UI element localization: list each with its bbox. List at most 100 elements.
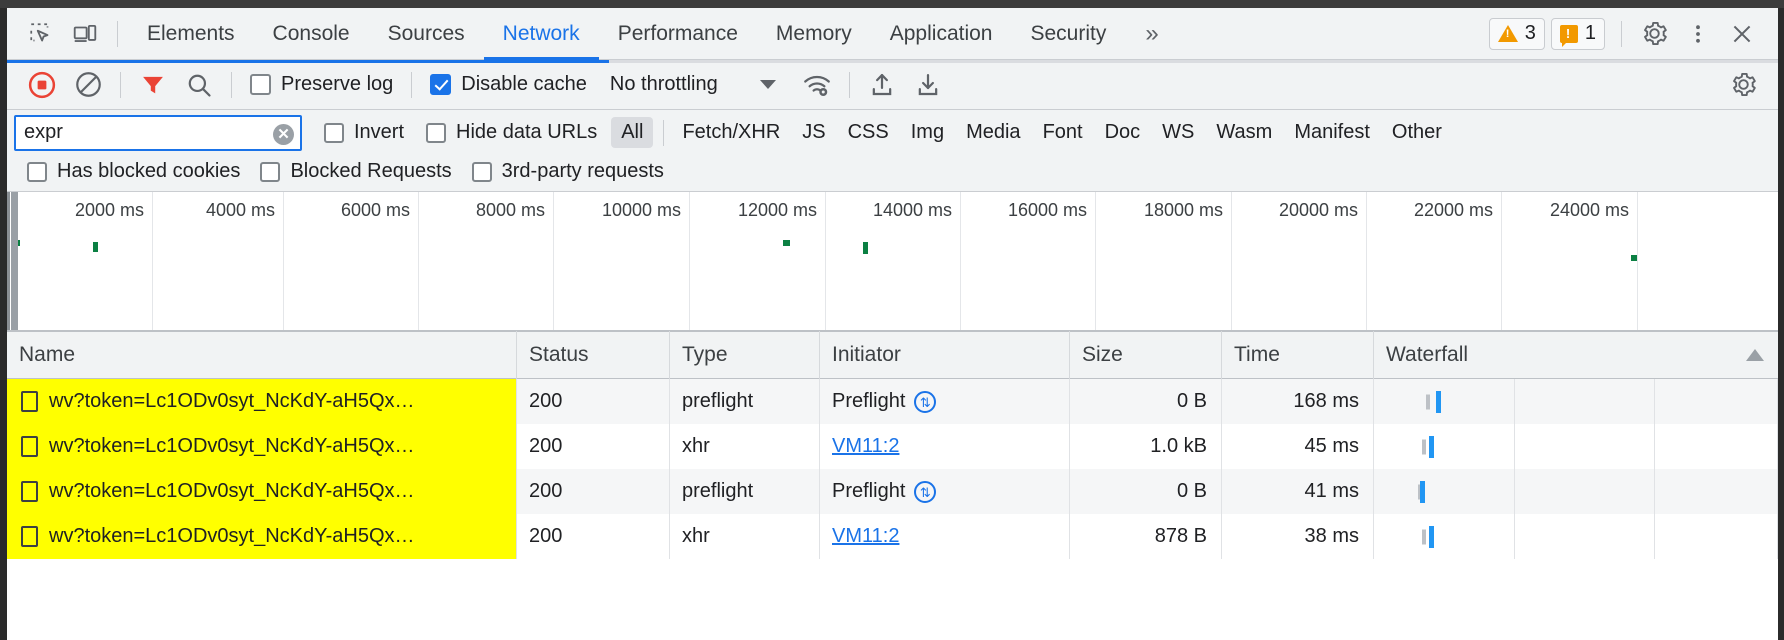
initiator-link[interactable]: VM11:2 <box>832 435 900 457</box>
cell-type: preflight <box>670 469 820 514</box>
type-filter-manifest[interactable]: Manifest <box>1294 121 1370 143</box>
waterfall-track <box>1374 379 1777 424</box>
column-header-name[interactable]: Name <box>7 331 517 379</box>
tab-network[interactable]: Network <box>483 8 599 60</box>
clear-input-icon[interactable]: ✕ <box>273 123 294 145</box>
close-icon[interactable] <box>1720 14 1764 54</box>
overview-tick-label: 8000 ms <box>475 200 545 220</box>
record-stop-icon[interactable] <box>19 65 65 105</box>
type-filter-other[interactable]: Other <box>1391 121 1442 143</box>
overview-window-handle-left[interactable] <box>11 192 18 330</box>
tab-elements[interactable]: Elements <box>147 21 235 45</box>
type-filter-doc[interactable]: Doc <box>1104 121 1141 143</box>
cell-name[interactable]: wv?token=Lc1ODv0syt_NcKdY-aH5Qx… <box>7 514 517 559</box>
tab-security[interactable]: Security <box>1030 21 1107 45</box>
type-filter-all[interactable]: All <box>611 117 654 148</box>
waterfall-track <box>1374 469 1777 514</box>
throttling-select[interactable]: No throttling <box>596 73 776 96</box>
third-party-requests-checkbox[interactable]: 3rd-party requests <box>471 160 664 183</box>
column-header-label: Initiator <box>832 343 901 366</box>
type-filter-ws[interactable]: WS <box>1162 121 1195 143</box>
filter-input[interactable] <box>16 116 300 149</box>
tab-sources[interactable]: Sources <box>387 21 465 45</box>
type-filter-font[interactable]: Font <box>1042 121 1083 143</box>
cell-name[interactable]: wv?token=Lc1ODv0syt_NcKdY-aH5Qx… <box>7 469 517 514</box>
wifi-settings-icon[interactable] <box>794 65 840 105</box>
cell-waterfall <box>1374 379 1778 424</box>
upload-har-icon[interactable] <box>859 65 905 105</box>
panel-tabs: Elements Console Sources Network Perform… <box>128 8 1179 60</box>
toolbar-divider <box>411 71 413 98</box>
hide-data-urls-checkbox[interactable]: Hide data URLs <box>426 121 597 144</box>
invert-checkbox-box[interactable] <box>324 122 344 143</box>
column-header-waterfall[interactable]: Waterfall <box>1374 331 1778 379</box>
column-header-status[interactable]: Status <box>517 331 670 379</box>
disable-cache-checkbox[interactable]: Disable cache <box>421 73 596 96</box>
overview-gridline <box>1501 192 1502 330</box>
network-settings-gear-icon[interactable] <box>1720 65 1766 105</box>
column-header-size[interactable]: Size <box>1070 331 1222 379</box>
cell-initiator[interactable]: Preflight⇅ <box>820 469 1070 514</box>
cell-size: 1.0 kB <box>1070 424 1222 469</box>
gear-icon[interactable] <box>1632 14 1676 54</box>
invert-checkbox[interactable]: Invert <box>324 121 404 144</box>
filter-input-wrapper[interactable]: ✕ <box>14 114 302 151</box>
more-tabs-icon[interactable]: » <box>1145 19 1159 47</box>
disable-cache-checkbox-box[interactable] <box>430 74 452 95</box>
initiator-link[interactable]: VM11:2 <box>832 525 900 547</box>
waterfall-gridline <box>1654 469 1655 514</box>
blocked-requests-checkbox[interactable]: Blocked Requests <box>260 160 452 183</box>
overview-gridline <box>152 192 153 330</box>
type-filter-js[interactable]: JS <box>802 121 826 143</box>
has-blocked-cookies-checkbox-box[interactable] <box>27 161 47 182</box>
document-icon <box>21 436 38 457</box>
cell-initiator[interactable]: VM11:2 <box>820 514 1070 559</box>
preserve-log-checkbox-box[interactable] <box>250 74 271 95</box>
column-header-time[interactable]: Time <box>1222 331 1374 379</box>
tab-memory[interactable]: Memory <box>775 21 852 45</box>
type-filter-wasm[interactable]: Wasm <box>1216 121 1273 143</box>
preserve-log-checkbox[interactable]: Preserve log <box>241 73 402 96</box>
waterfall-gridline <box>1514 379 1515 424</box>
type-filter-fetch-xhr[interactable]: Fetch/XHR <box>682 121 781 143</box>
column-header-label: Name <box>19 343 76 366</box>
window-top-chrome <box>0 0 1784 8</box>
column-header-initiator[interactable]: Initiator <box>820 331 1070 379</box>
cell-initiator[interactable]: VM11:2 <box>820 424 1070 469</box>
type-filter-img[interactable]: Img <box>910 121 945 143</box>
warnings-badge[interactable]: 3 <box>1488 17 1545 50</box>
cell-name[interactable]: wv?token=Lc1ODv0syt_NcKdY-aH5Qx… <box>7 424 517 469</box>
tab-console[interactable]: Console <box>272 21 350 45</box>
more-vertical-icon[interactable] <box>1676 14 1720 54</box>
overview-tick-label: 2000 ms <box>74 200 144 220</box>
device-toolbar-icon[interactable] <box>63 14 107 54</box>
tab-performance[interactable]: Performance <box>617 21 738 45</box>
search-icon[interactable] <box>176 65 222 105</box>
issues-badge[interactable]: 1 <box>1550 17 1605 50</box>
cell-initiator[interactable]: Preflight⇅ <box>820 379 1070 424</box>
clear-network-log-icon[interactable] <box>65 65 111 105</box>
network-filter-bar-secondary: Has blocked cookies Blocked Requests 3rd… <box>7 152 1778 192</box>
resource-type-filters: All Fetch/XHR JS CSS Img Media Font Doc WS Wasm Ma… <box>611 117 1454 148</box>
has-blocked-cookies-checkbox[interactable]: Has blocked cookies <box>27 160 240 183</box>
blocked-requests-checkbox-box[interactable] <box>260 161 281 182</box>
document-icon <box>21 481 38 502</box>
tab-application[interactable]: Application <box>889 21 993 45</box>
third-party-requests-checkbox-box[interactable] <box>471 161 492 182</box>
cell-name[interactable]: wv?token=Lc1ODv0syt_NcKdY-aH5Qx… <box>7 379 517 424</box>
cell-status: 200 <box>517 379 670 424</box>
hide-data-urls-checkbox-box[interactable] <box>426 122 447 143</box>
column-header-type[interactable]: Type <box>670 331 820 379</box>
type-filter-media[interactable]: Media <box>966 121 1021 143</box>
sort-ascending-icon[interactable] <box>1746 349 1764 361</box>
inspect-element-icon[interactable] <box>19 14 63 54</box>
filter-funnel-icon[interactable] <box>130 65 176 105</box>
download-har-icon[interactable] <box>905 65 951 105</box>
type-filter-css[interactable]: CSS <box>847 121 889 143</box>
cell-type: preflight <box>670 379 820 424</box>
